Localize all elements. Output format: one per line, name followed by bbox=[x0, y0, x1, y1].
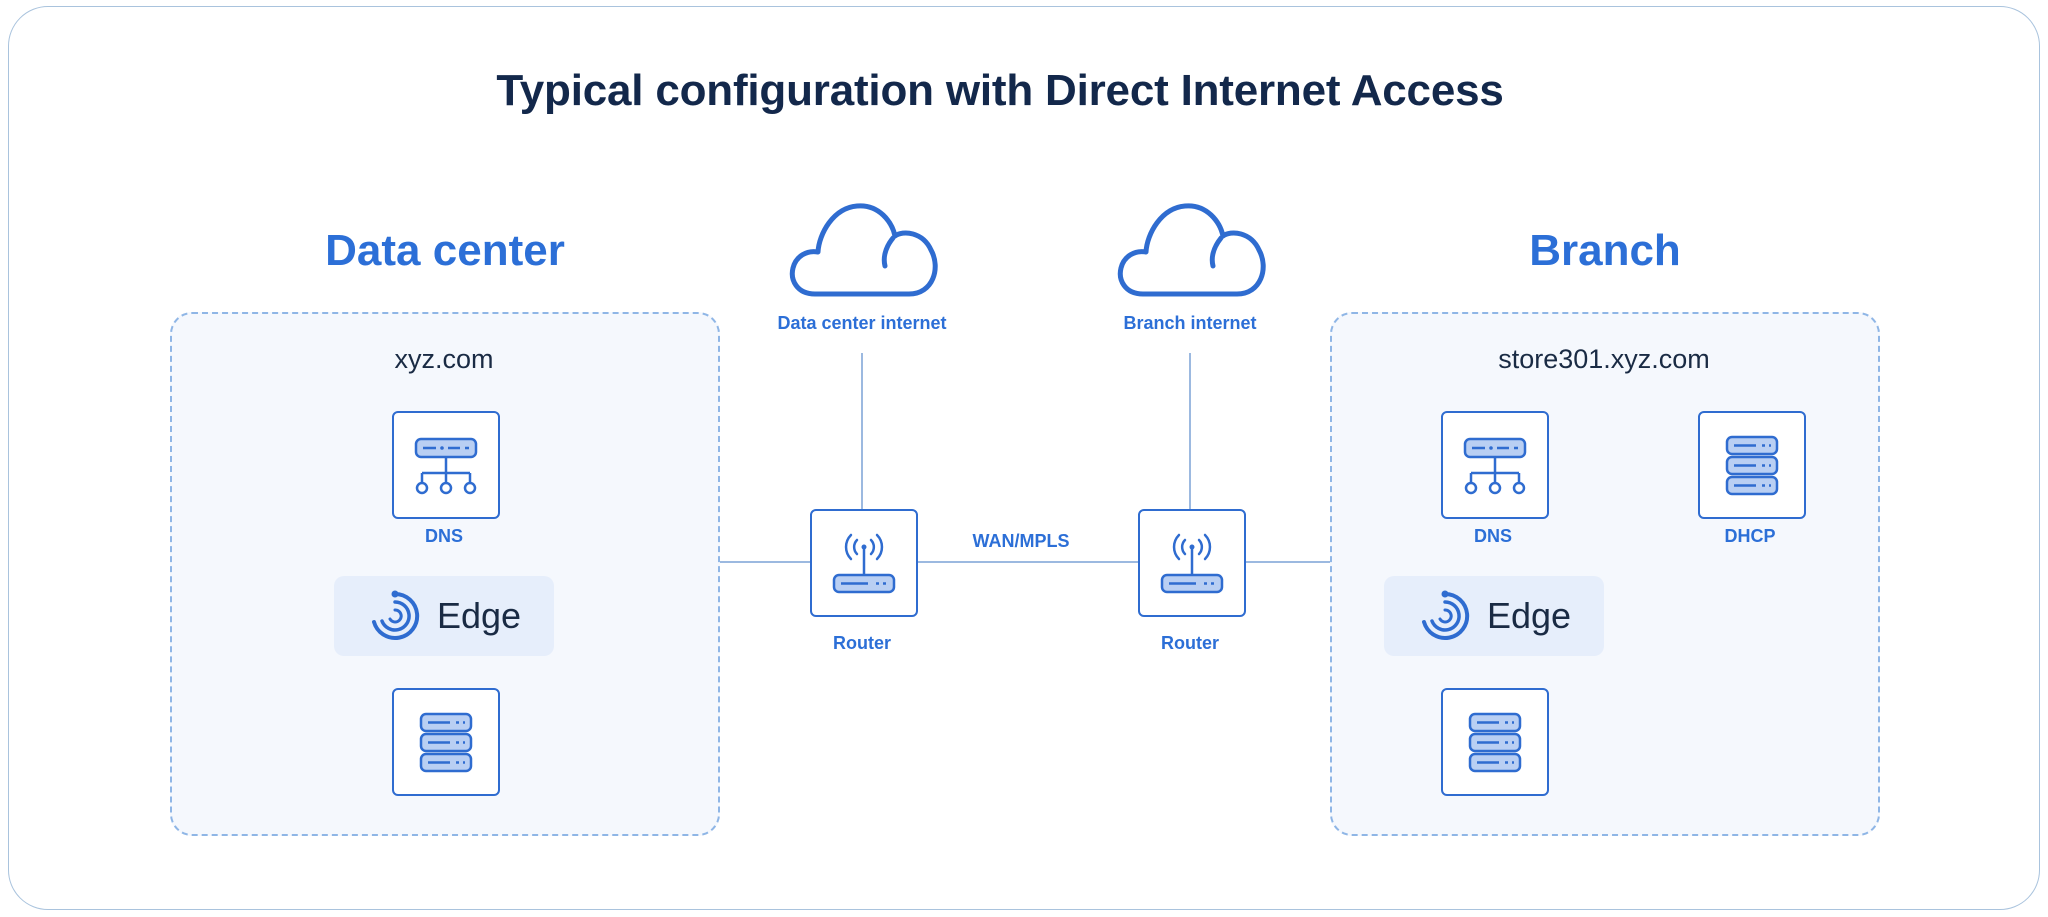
cloud-icon bbox=[1117, 203, 1266, 297]
dns-icon bbox=[414, 437, 478, 495]
branch-router-tile bbox=[1138, 509, 1246, 617]
branch-dhcp-label: DHCP bbox=[1724, 526, 1776, 546]
branch-zone bbox=[1330, 312, 1880, 836]
page-title: Typical configuration with Direct Intern… bbox=[496, 66, 1504, 115]
dc-router-label: Router bbox=[833, 633, 891, 653]
edge-logo-icon bbox=[371, 590, 420, 640]
branch-cloud bbox=[1113, 198, 1273, 308]
data-center-heading: Data center bbox=[325, 226, 565, 275]
branch-heading: Branch bbox=[1529, 226, 1681, 275]
dc-dns-label: DNS bbox=[424, 526, 463, 546]
branch-edge-label: Edge bbox=[1486, 595, 1572, 636]
branch-dhcp-tile bbox=[1698, 411, 1806, 519]
branch-internet-label: Branch internet bbox=[1123, 313, 1257, 333]
branch-router-label: Router bbox=[1161, 633, 1219, 653]
edge-logo-icon bbox=[1421, 590, 1470, 640]
dc-router-tile bbox=[810, 509, 918, 617]
dc-edge-chip: Edge bbox=[334, 576, 554, 656]
cloud-icon bbox=[789, 203, 938, 297]
dhcp-server-icon bbox=[1725, 435, 1779, 496]
server-stack-icon bbox=[419, 712, 473, 773]
dc-server-tile bbox=[392, 688, 500, 796]
router-icon bbox=[1160, 533, 1224, 594]
dc-cloud bbox=[785, 198, 945, 308]
branch-edge-chip: Edge bbox=[1384, 576, 1604, 656]
branch-dns-label: DNS bbox=[1473, 526, 1512, 546]
branch-dns-tile bbox=[1441, 411, 1549, 519]
data-center-domain: xyz.com bbox=[394, 344, 494, 374]
dc-internet-label: Data center internet bbox=[777, 313, 947, 333]
branch-server-tile bbox=[1441, 688, 1549, 796]
dns-icon bbox=[1463, 437, 1527, 495]
server-stack-icon bbox=[1468, 712, 1522, 773]
dc-edge-label: Edge bbox=[436, 595, 522, 636]
wan-mpls-label: WAN/MPLS bbox=[972, 531, 1070, 551]
dc-dns-tile bbox=[392, 411, 500, 519]
router-icon bbox=[832, 533, 896, 594]
branch-domain: store301.xyz.com bbox=[1498, 344, 1710, 374]
